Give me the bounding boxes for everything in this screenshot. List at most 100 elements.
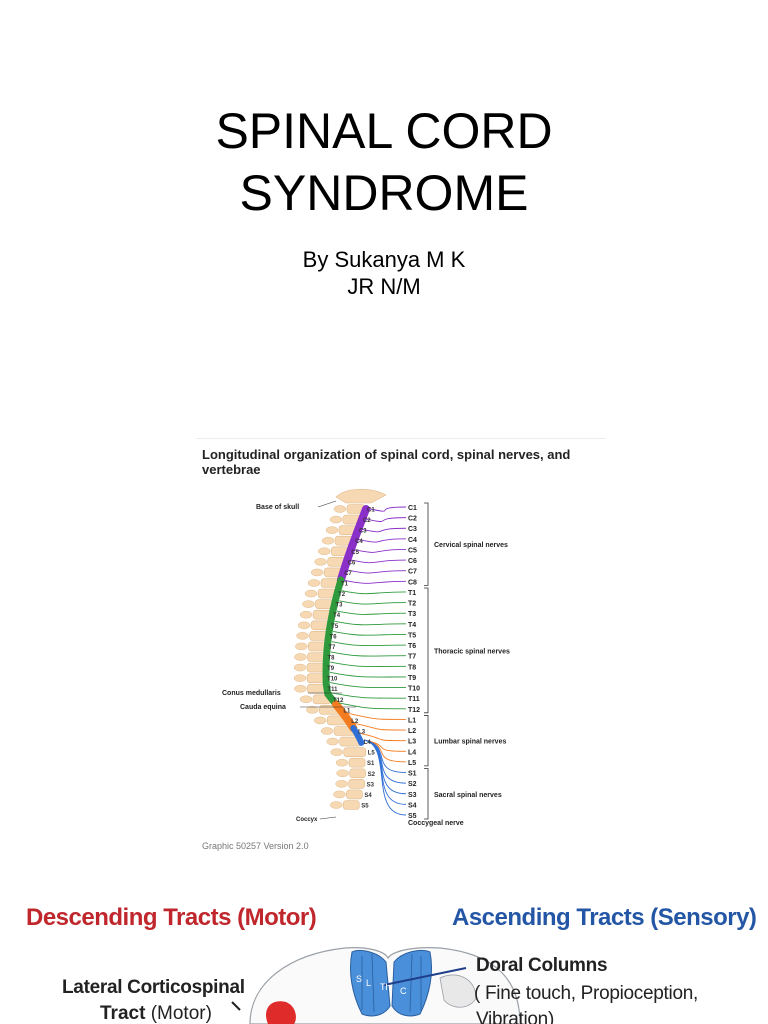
vertebra-s5 [342,800,360,810]
vertebra-label-c6: C6 [348,560,356,566]
bracket-thoracic [424,587,429,714]
nerve-path-t6 [331,641,407,647]
vertebra-label-t7: T7 [328,645,336,651]
spinous-process-t5 [297,621,311,630]
vertebra-label-t2: T2 [338,592,346,598]
nerve-label-l2: L2 [408,728,416,735]
spinous-process-t4 [299,610,313,619]
column-letter-s: S [356,974,362,984]
nerve-label-c8: C8 [408,579,417,586]
cord-cross-section: S L Th C [231,947,521,1024]
lateral-cst-tract: Tract [100,1003,146,1024]
column-letter-th: Th [380,982,391,992]
nerve-path-t11 [330,692,407,699]
title-line-1: SPINAL CORD [215,103,553,159]
spinous-process-l5 [330,748,343,756]
lateral-cst-label-1: Lateral Corticospinal [62,977,245,998]
cord-lumbar [332,700,358,733]
vertebra-label-l4: L4 [364,740,372,746]
role-line: JR N/M [347,274,421,299]
vertebra-label-c7: C7 [344,571,352,577]
vertebra-t10 [306,673,326,683]
vertebra-label-c2: C2 [363,518,371,524]
nerve-path-t12 [338,702,407,710]
spinous-process-s4 [333,790,346,799]
vertebra-label-c1: C1 [367,508,375,514]
spinous-process-l4 [326,737,339,746]
vertebra-label-l2: L2 [351,719,359,725]
spinous-process-t3 [302,600,315,608]
vertebra-label-l3: L3 [358,730,366,736]
spinous-process-t11 [294,684,307,693]
region-label-cervical: Cervical spinal nerves [434,542,508,549]
vertebra-label-t12: T12 [333,698,344,704]
region-label-thoracic: Thoracic spinal nerves [434,648,510,655]
vertebra-label-c3: C3 [359,529,367,535]
title-line-2: SYNDROME [239,165,529,221]
nerve-path-c4 [358,538,407,543]
dorsal-note-2: Vibration) [476,1009,554,1024]
vertebra-t8 [307,652,326,662]
vertebra-label-t3: T3 [335,603,343,609]
nerve-path-t2 [339,600,407,605]
vertebra-s1 [348,757,366,768]
spinous-process-c1 [333,505,347,513]
lateral-cst-label-2: Tract (Motor) [100,1002,212,1024]
spinous-process-s5 [330,801,343,809]
cord-sacral [350,725,365,746]
base-of-skull-label: Base of skull [256,504,299,511]
nerve-label-t6: T6 [408,643,416,650]
vertebra-label-t11: T11 [327,687,338,693]
dorsal-columns-label: Doral Columns [476,955,608,976]
vertebra-label-c5: C5 [351,550,359,556]
vertebra-label-t9: T9 [327,666,335,672]
spinous-process-t6 [296,632,309,640]
vertebra-label-l5: L5 [368,751,376,757]
figure-caption: Graphic 50257 Version 2.0 [202,841,309,851]
nerve-label-t10: T10 [408,686,420,693]
lateral-cst-motor: (Motor) [150,1003,212,1024]
vertebra-label-l1: L1 [343,708,351,714]
nerve-label-l3: L3 [408,739,416,746]
vertebra-s4 [346,789,363,800]
skull-base-shape [335,488,387,504]
spinous-process-t10 [293,674,307,682]
vertebra-label-s4: S4 [364,793,372,799]
vertebra-t11 [307,683,326,694]
nerve-label-t9: T9 [408,675,416,682]
spinous-process-l2 [313,716,327,725]
spinous-process-c6 [314,558,327,566]
coccyx-label: Coccyx [296,817,318,823]
nerve-label-t7: T7 [408,654,416,661]
vertebra-t9 [306,662,326,673]
spinous-process-s2 [336,769,349,778]
spinous-process-t12 [299,695,313,704]
bracket-cervical [424,502,429,586]
nerve-path-l3 [360,733,407,742]
vertebra-label-t1: T1 [341,582,349,588]
vertebra-label-t5: T5 [331,624,339,630]
nerve-path-c3 [362,527,407,533]
nerve-label-c5: C5 [408,547,417,554]
coccygeal-label: Coccygeal nerve [408,820,464,827]
descending-tracts-heading: Descending Tracts (Motor) [26,904,317,931]
spinous-process-l3 [320,727,334,735]
vertebra-label-t4: T4 [333,613,341,619]
nerve-label-s2: S2 [408,781,417,788]
nerve-path-l2 [354,722,407,731]
ascending-tracts-heading: Ascending Tracts (Sensory) [452,904,757,931]
nerve-path-t10 [330,682,407,689]
slide-subtitle: By Sukanya M K JR N/M [0,246,768,300]
nerve-label-c1: C1 [408,505,417,512]
author-line: By Sukanya M K [302,247,466,272]
bracket-sacral [424,768,429,820]
spine-diagram: C1C2C3C4C5C6C7T1T2T3T4T5T6T7T8T9T10T11T1… [222,488,510,827]
spinous-process-t1 [307,579,321,587]
vertebra-label-s2: S2 [368,772,376,778]
vertebra-label-c4: C4 [355,539,363,545]
vertebra-l5 [343,747,367,757]
nerve-path-c8 [344,580,407,584]
nerve-path-s5 [363,739,407,816]
spinous-process-t8 [294,653,307,661]
